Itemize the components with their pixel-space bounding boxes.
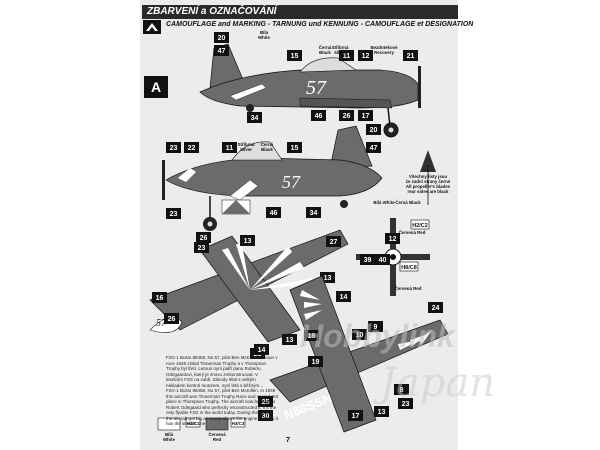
watermark-text: Hobbylink [300,318,455,354]
svg-text:13: 13 [378,409,386,416]
svg-text:34: 34 [310,210,318,217]
svg-text:ze zadní strany černé: ze zadní strany černé [406,179,451,184]
svg-text:Černá Black: Černá Black [395,200,421,205]
svg-text:Černá: Černá [319,45,332,50]
svg-text:16: 16 [156,295,164,302]
svg-text:White: White [163,437,176,442]
svg-text:26: 26 [343,113,351,120]
description-cz: F2G-1 BuNo 88458, No 57, pilot Ben McKil… [166,355,278,388]
svg-text:All propeller's blades: All propeller's blades [406,184,451,189]
svg-text:17: 17 [362,113,370,120]
svg-text:20: 20 [370,127,378,134]
bottom-view-callouts: 14 13 19 18 10 9 8 23 24 25 30 17 13 [254,302,443,421]
svg-text:22: 22 [188,145,196,152]
svg-text:10: 10 [356,332,364,339]
svg-text:26: 26 [168,316,176,323]
svg-text:White: White [258,35,271,40]
svg-text:24: 24 [432,305,440,312]
svg-text:H3/C3: H3/C3 [232,421,245,426]
svg-text:40: 40 [379,257,387,264]
svg-text:Všechny listy jsou: Všechny listy jsou [409,174,448,179]
side-view-2-aircraft [162,125,383,231]
svg-text:27: 27 [330,239,338,246]
svg-text:rear sides are black: rear sides are black [407,189,449,194]
svg-text:Silver: Silver [334,50,346,55]
svg-text:H2/C2: H2/C2 [412,223,428,229]
svg-text:Bílá White: Bílá White [373,200,395,205]
legend-swatch-red [205,417,229,431]
svg-text:Červená Red: Červená Red [399,230,426,235]
svg-text:Recovery: Recovery [374,50,394,55]
svg-text:Black: Black [261,147,273,152]
brand-logo-icon [143,20,161,34]
svg-text:13: 13 [286,337,294,344]
svg-text:15: 15 [291,53,299,60]
svg-text:34: 34 [251,115,259,122]
side-view-callouts: 20 47 15 11 12 21 34 46 26 17 20 Bílá Wh… [214,30,418,135]
legend-code-h3 [230,417,246,428]
profile-label: A [144,76,168,98]
svg-text:H1/C1: H1/C1 [187,421,200,426]
svg-text:17: 17 [352,413,360,420]
svg-text:39: 39 [364,257,372,264]
svg-text:14: 14 [258,347,266,354]
race-number-side-2: 57 [282,172,301,192]
svg-text:8: 8 [400,387,404,394]
side-view-aircraft [199,43,421,138]
svg-text:23: 23 [402,401,410,408]
svg-text:9: 9 [374,324,378,331]
svg-text:12: 12 [389,236,397,243]
svg-text:25: 25 [262,399,270,406]
page-title: ZBARVENÍ a OZNAČOVÁNÍ [147,6,277,17]
bottom-view-aircraft [269,275,449,433]
svg-text:26: 26 [200,235,208,242]
race-number-top: 57 [156,318,167,329]
legend-swatch-white [157,417,181,431]
page-number: 7 [286,437,290,444]
svg-text:21: 21 [407,53,415,60]
svg-text:15: 15 [291,145,299,152]
svg-text:Bezdotekové: Bezdotekové [370,45,398,50]
svg-text:Červená Red: Červená Red [395,286,422,291]
svg-text:Bílá: Bílá [165,432,174,437]
svg-text:46: 46 [315,113,323,120]
svg-text:11: 11 [226,145,234,152]
propeller-callouts: Všechny listy jsou ze zadní strany černé… [360,174,451,291]
svg-text:13: 13 [244,238,252,245]
svg-text:H8/C8: H8/C8 [401,265,417,271]
side-view-2-callouts: 23 22 11 15 47 23 26 46 34 Stříbrná Silv… [166,142,381,243]
svg-text:20: 20 [218,35,226,42]
svg-text:18: 18 [308,333,316,340]
svg-text:23: 23 [198,245,206,252]
color-legend: Bílá White H1/C1 Červená Red H3/C3 [157,417,246,442]
svg-text:23: 23 [170,145,178,152]
svg-text:Red: Red [213,437,222,442]
svg-text:Stříbrná: Stříbrná [238,142,255,147]
svg-text:11: 11 [343,53,351,60]
page-subtitle: CAMOUFLAGE and MARKING - TARNUNG und KEN… [166,21,474,28]
svg-text:19: 19 [312,359,320,366]
svg-text:Červená: Červená [208,432,226,437]
svg-text:12: 12 [362,53,370,60]
legend-code-h1 [185,417,201,428]
svg-text:14: 14 [340,294,348,301]
svg-text:Black: Black [319,50,331,55]
svg-text:Černá: Černá [261,142,274,147]
svg-text:Bílá: Bílá [260,30,269,35]
svg-text:Stříbrná: Stříbrná [332,45,349,50]
svg-text:13: 13 [324,275,332,282]
watermark-text-2: Japan [380,360,496,406]
race-number-side: 57 [306,77,327,99]
svg-text:Silver: Silver [240,147,252,152]
top-view-aircraft [149,229,349,343]
top-view-callouts: 23 13 27 16 26 14 13 21 [152,235,351,359]
svg-text:30: 30 [262,413,270,420]
description-en: F2G-1 BuNo 88458, No 57, pilot Ben McKil… [166,388,279,426]
header-bar [142,5,458,19]
svg-text:46: 46 [270,210,278,217]
svg-text:23: 23 [170,211,178,218]
svg-text:47: 47 [370,145,378,152]
svg-text:47: 47 [218,48,226,55]
